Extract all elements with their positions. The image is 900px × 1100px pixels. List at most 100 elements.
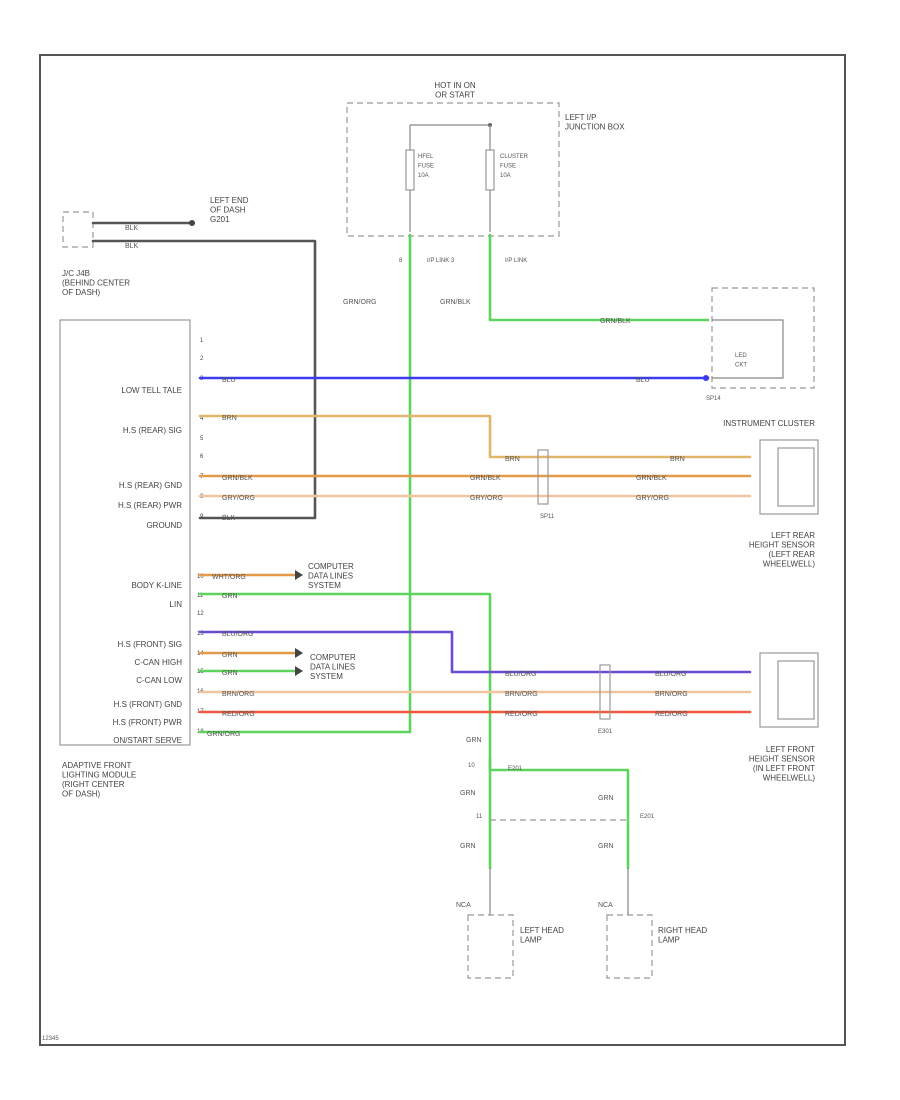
wire-label-grn-can: GRN — [222, 652, 238, 659]
module-pin-hs-rear-sig: H.S (REAR) SIG — [123, 426, 182, 435]
can-high-arrow — [295, 648, 303, 658]
left-front-sensor-body — [777, 660, 815, 720]
module-pin-hs-rear-pwr: H.S (REAR) PWR — [118, 501, 182, 510]
wire-label-blk-1: BLK — [125, 225, 139, 232]
wire-label-blu-2: BLU — [636, 377, 650, 384]
module-pin-hs-front-gnd: H.S (FRONT) GND — [114, 700, 183, 709]
wire-label-blu-org: BLU/ORG — [222, 631, 254, 638]
splice-pin-11: 11 — [476, 814, 483, 820]
ground-connector — [62, 211, 94, 248]
svg-text:10: 10 — [197, 574, 204, 580]
wire-label-red-org: RED/ORG — [222, 711, 255, 718]
cluster-fuse — [485, 149, 495, 191]
wire-label-grn-d: GRN — [598, 795, 614, 802]
ip-link-label: I/P LINK — [505, 258, 527, 264]
wire-label-blk-2: BLK — [125, 243, 139, 250]
svg-text:SP11: SP11 — [540, 514, 555, 520]
wire-label-grn-org-v: GRN/ORG — [343, 299, 376, 306]
svg-text:9: 9 — [200, 514, 204, 520]
wire-grn-blk-cluster — [488, 233, 710, 322]
module-pin-lin: LIN — [170, 600, 183, 609]
splice-pin-10: 10 — [468, 763, 475, 769]
adaptive-lighting-module — [59, 319, 191, 746]
wire-label-gry-org-2: GRY/ORG — [470, 495, 503, 502]
svg-text:E301: E301 — [598, 729, 613, 735]
led-ckt-box — [711, 287, 815, 389]
diagram-frame — [39, 54, 846, 1046]
k-line-arrow — [295, 570, 303, 580]
wire-grn-lin — [198, 592, 492, 870]
wire-label-grn-blk-v: GRN/BLK — [440, 299, 471, 306]
wire-label-brn-org-2: BRN/ORG — [505, 691, 538, 698]
wire-label-grn-can-2: GRN — [222, 670, 238, 677]
left-front-sensor — [759, 652, 819, 728]
module-pin-low-tell-tale: LOW TELL TALE — [121, 386, 182, 395]
svg-text:4: 4 — [200, 416, 204, 422]
wire-label-nca-left: NCA — [456, 902, 471, 909]
wire-grn-org-feed — [198, 233, 412, 734]
instrument-cluster-label: INSTRUMENT CLUSTER — [723, 419, 815, 428]
module-pin-on-start-serve: ON/START SERVE — [113, 736, 182, 745]
wire-label-grn-e: GRN — [598, 843, 614, 850]
splice-e301: E301 — [598, 664, 613, 735]
svg-text:1: 1 — [200, 338, 204, 344]
wire-label-grn-lin: GRN — [222, 593, 238, 600]
junction-box-outline — [346, 102, 560, 237]
wire-label-red-org-3: RED/ORG — [655, 711, 688, 718]
wire-grn-right-lamp — [488, 756, 630, 870]
wire-label-grn-c: GRN — [460, 843, 476, 850]
wire-label-grn-a: GRN — [466, 737, 482, 744]
blu-arrow — [703, 375, 709, 381]
module-pin-body-k-line: BODY K-LINE — [131, 581, 182, 590]
ip-link-3-label: I/P LINK 3 — [427, 258, 455, 264]
wire-label-grn-org: GRN/ORG — [207, 731, 240, 738]
wire-label-wht-org: WHT/ORG — [212, 574, 246, 581]
wire-label-blu-org-3: BLU/ORG — [655, 671, 687, 678]
wire-label-brn-3: BRN — [670, 456, 685, 463]
left-head-lamp — [467, 914, 514, 979]
splice-e201-label: E201 — [508, 766, 523, 772]
left-rear-sensor-body — [777, 447, 815, 507]
ground-point — [189, 220, 195, 226]
wire-label-grn-blk-h: GRN/BLK — [600, 318, 631, 325]
right-head-lamp — [606, 914, 653, 979]
wire-label-brn-2: BRN — [505, 456, 520, 463]
wire-label-grn-b: GRN — [460, 790, 476, 797]
fuse-pin-8: 8 — [399, 258, 403, 264]
led-ckt-code: SP14 — [706, 396, 721, 402]
diagram-id: 12345 — [42, 1036, 59, 1042]
module-pin-hs-front-pwr: H.S (FRONT) PWR — [113, 718, 183, 727]
module-pin-hs-rear-gnd: H.S (REAR) GND — [119, 481, 182, 490]
wire-label-red-org-2: RED/ORG — [505, 711, 538, 718]
svg-text:5: 5 — [200, 436, 204, 442]
wire-brn-rear-sig — [198, 414, 752, 459]
wire-label-blu-org-2: BLU/ORG — [505, 671, 537, 678]
wire-label-gry-org: GRY/ORG — [222, 495, 255, 502]
splice-sp11: SP11 — [537, 449, 555, 520]
module-pin-ground: GROUND — [146, 521, 182, 530]
wire-label-grn-blk-rear: GRN/BLK — [222, 475, 253, 482]
ground-wire-2 — [91, 239, 317, 520]
svg-text:2: 2 — [200, 356, 204, 362]
wire-blu-org-front-sig — [198, 630, 752, 674]
svg-text:6: 6 — [200, 454, 204, 460]
wire-label-nca-right: NCA — [598, 902, 613, 909]
svg-text:12: 12 — [197, 611, 204, 617]
wire-label-gry-org-3: GRY/ORG — [636, 495, 669, 502]
hfel-fuse — [405, 149, 415, 191]
wire-label-grn-blk-rear-3: GRN/BLK — [636, 475, 667, 482]
